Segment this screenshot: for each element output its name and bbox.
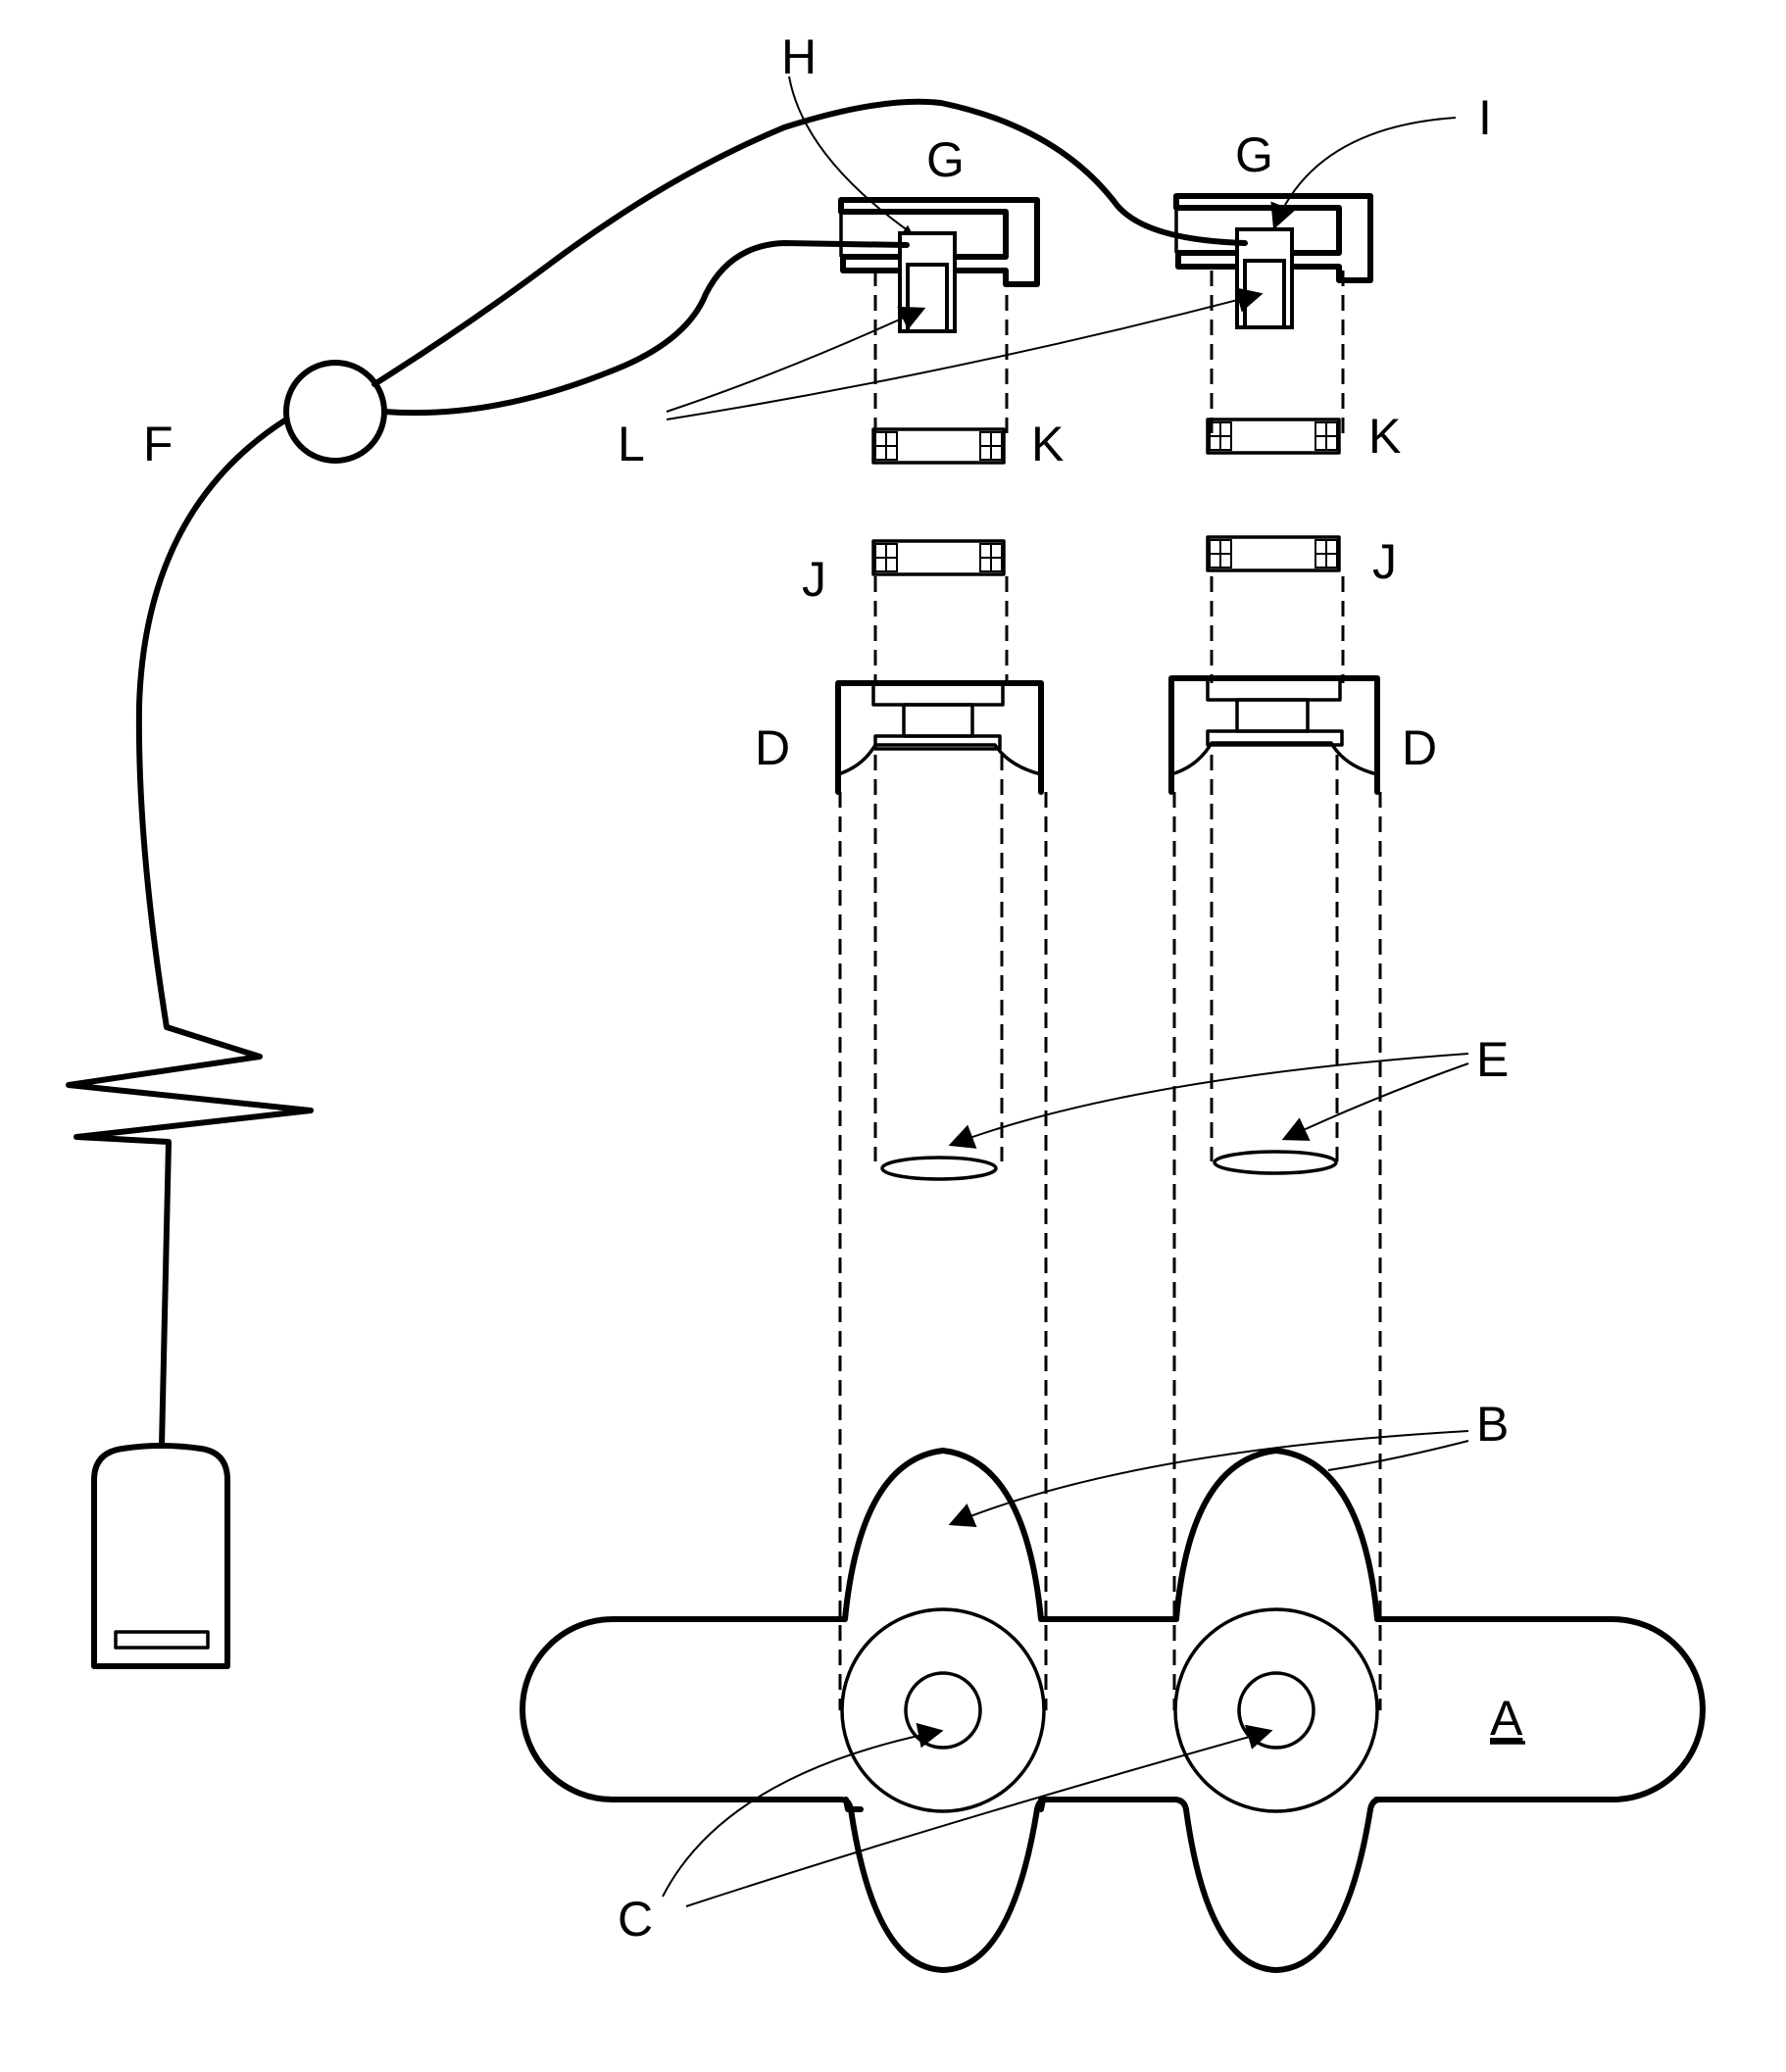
battery-pack	[94, 1446, 227, 1666]
label-i: I	[1478, 90, 1492, 145]
left-connector-g	[841, 200, 1037, 331]
label-l: L	[618, 417, 645, 471]
label-h: H	[781, 29, 817, 84]
label-c: C	[618, 1892, 653, 1947]
left-assembly	[838, 200, 1046, 1970]
leader-e-left	[951, 1054, 1468, 1145]
label-a: A	[1490, 1691, 1523, 1746]
label-b: B	[1476, 1397, 1509, 1452]
left-gel-disc	[882, 1158, 996, 1179]
right-pad-ellipse-bottom	[1186, 1809, 1370, 1970]
right-ring-j	[1208, 537, 1339, 570]
left-pad-ellipse-top	[845, 1451, 1041, 1619]
right-ring-k	[1208, 419, 1339, 453]
label-d-left: D	[755, 720, 790, 775]
label-g-right: G	[1235, 127, 1273, 182]
leader-i	[1274, 118, 1456, 227]
label-j-left: J	[802, 552, 826, 607]
right-gel-disc	[1215, 1152, 1336, 1173]
base-plate-mid-bottom	[1037, 1800, 1186, 1809]
right-electrode-ring	[1175, 1609, 1377, 1811]
left-ring-k	[873, 429, 1004, 463]
leader-c-right	[686, 1731, 1270, 1906]
label-g-left: G	[926, 132, 965, 187]
left-pad-ellipse-bottom	[851, 1809, 1037, 1970]
base-plate-left-bottom	[613, 1800, 851, 1809]
left-housing	[838, 683, 1041, 792]
labels: H G G I F L K K J J D D E B A C	[143, 29, 1525, 1947]
leader-b-left	[951, 1431, 1468, 1524]
leader-b-right	[1328, 1441, 1468, 1470]
cable-lower	[69, 419, 311, 1446]
leader-c-left	[663, 1731, 941, 1897]
cable-assembly	[69, 102, 1245, 1666]
cable-junction	[286, 363, 384, 461]
right-housing	[1171, 678, 1377, 792]
leader-lines	[663, 76, 1468, 1906]
leader-e-right	[1284, 1063, 1468, 1139]
right-pad-ellipse-top	[1176, 1451, 1377, 1619]
left-electrode-ring	[842, 1609, 1044, 1811]
leader-l-left	[667, 309, 923, 412]
label-k-right: K	[1368, 409, 1401, 464]
base-plate-right-bottom	[1370, 1800, 1612, 1809]
base-plate-outline	[522, 1619, 1703, 1809]
battery-slot	[116, 1632, 208, 1648]
label-j-right: J	[1372, 534, 1397, 589]
label-d-right: D	[1402, 720, 1437, 775]
leader-l-right	[667, 294, 1261, 419]
left-ring-j	[873, 541, 1004, 574]
label-e: E	[1476, 1032, 1509, 1087]
base-plate	[522, 1619, 1703, 1809]
label-k-left: K	[1031, 417, 1064, 471]
label-f: F	[143, 417, 174, 471]
